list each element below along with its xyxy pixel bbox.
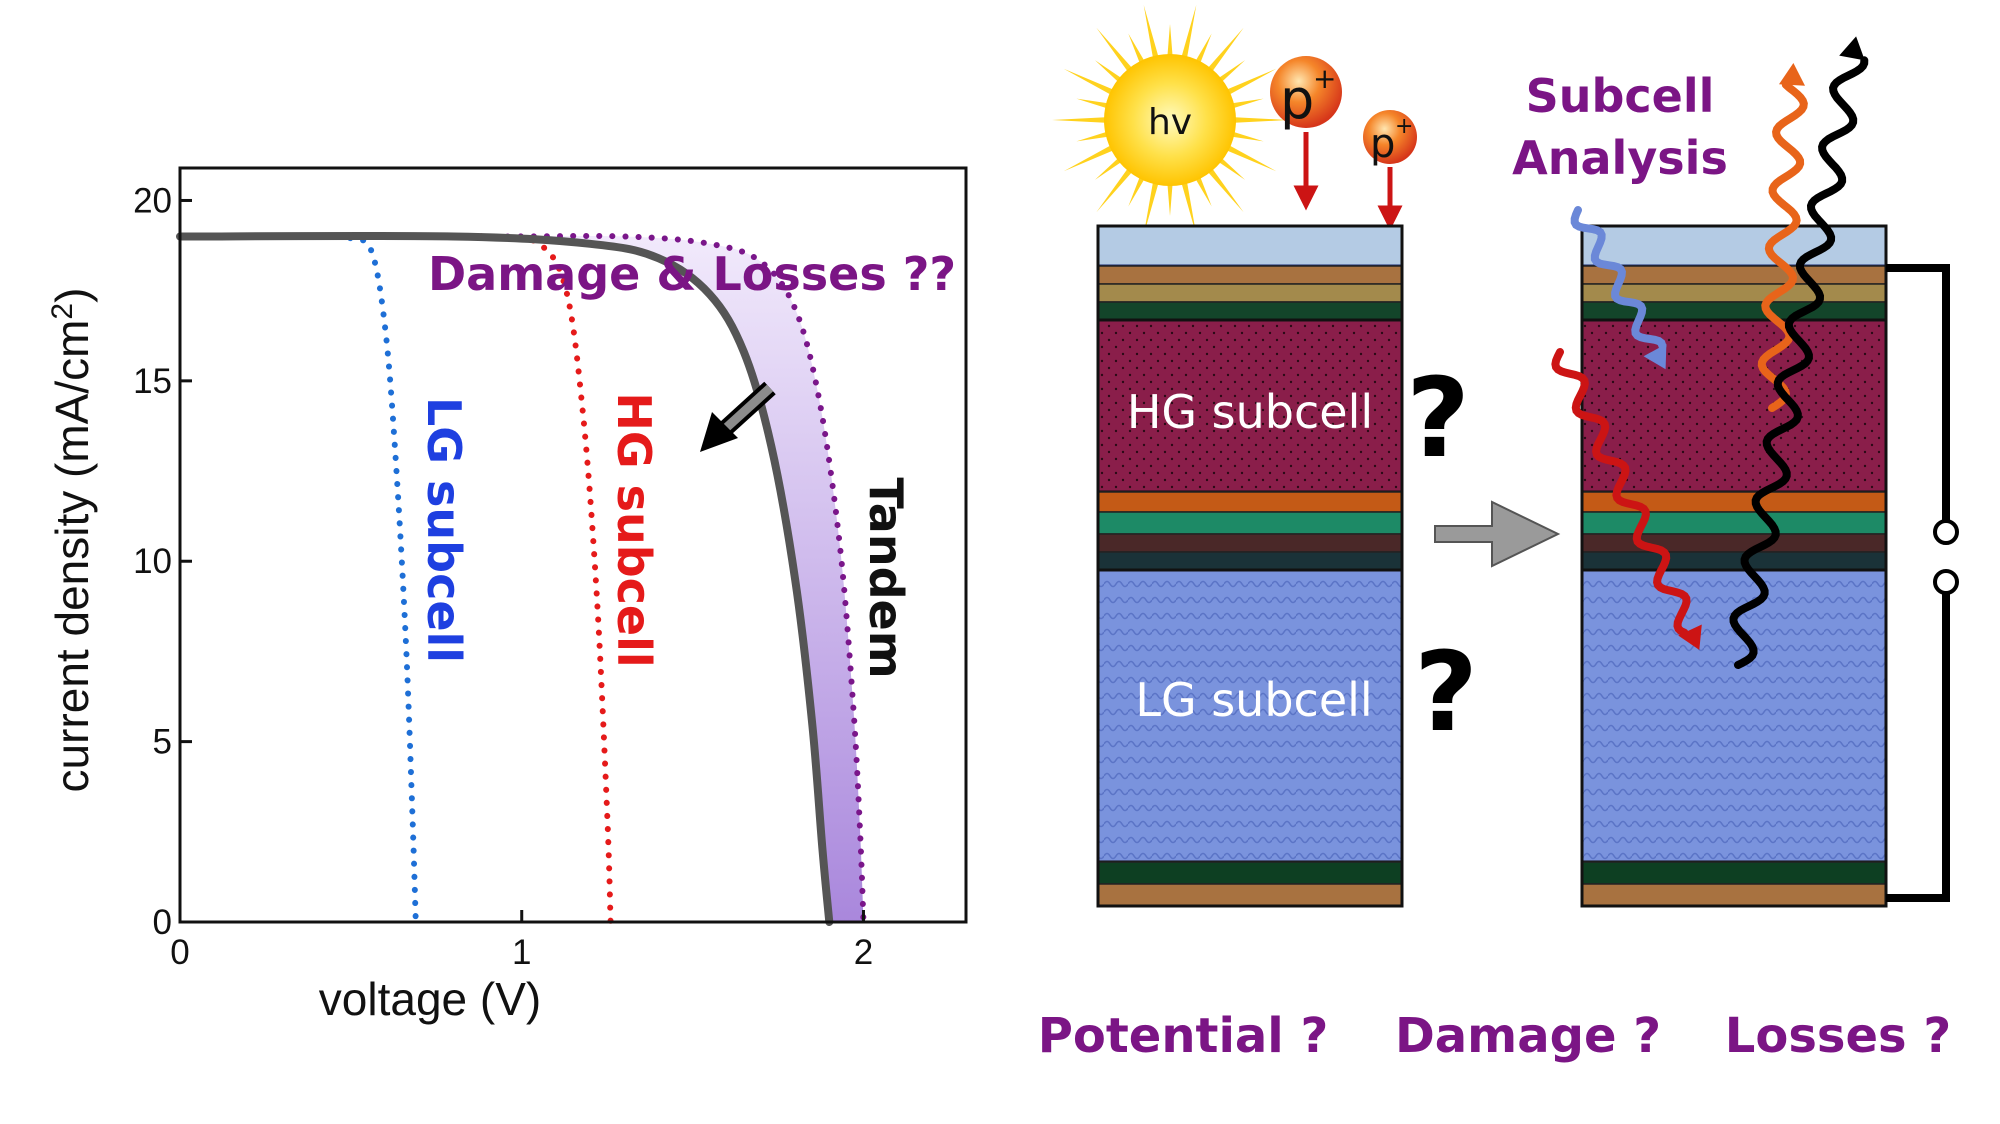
lg-subcell-label: LG subcell <box>1135 673 1372 727</box>
question-mark-hg: ? <box>1406 354 1470 482</box>
y-tick-label: 15 <box>133 362 172 401</box>
photon-squiggles <box>1551 36 1869 669</box>
footer-damage: Damage ? <box>1395 1008 1661 1064</box>
x-tick-label: 1 <box>512 933 531 972</box>
series-line-tandem <box>176 231 834 926</box>
emitted-photon-orange <box>1757 80 1808 412</box>
footer-potential: Potential ? <box>1038 1008 1329 1064</box>
tandem-series-label: Tandem <box>859 477 913 678</box>
x-tick-label: 0 <box>170 933 189 972</box>
damage-losses-annotation: Damage & Losses ?? <box>428 247 956 301</box>
y-axis-label: current density (mA/cm2) <box>46 288 98 793</box>
damage-arrow <box>700 381 776 452</box>
sun-icon: hv <box>1052 5 1288 235</box>
series-line-hg <box>177 232 614 925</box>
subcell-analysis-title-line1: Subcell <box>1526 69 1715 123</box>
proton-icon-small: p + <box>1363 110 1417 231</box>
transition-arrow-icon <box>1434 500 1561 568</box>
subcell-analysis-title-line2: Analysis <box>1512 131 1728 185</box>
proton-icon-large: p + <box>1270 56 1342 211</box>
svg-text:p: p <box>1280 68 1314 131</box>
x-tick-label: 2 <box>854 933 873 972</box>
incoming-photon-blue <box>1570 206 1667 350</box>
front-layer <box>1096 224 1404 268</box>
y-tick-label: 10 <box>133 542 172 581</box>
cell-stack-analysed <box>1580 224 1888 908</box>
hg-subcell-label: HG subcell <box>1127 385 1373 439</box>
sun-label: hv <box>1148 102 1192 143</box>
series-layer <box>176 231 867 926</box>
svg-text:+: + <box>1395 114 1413 139</box>
hg-subcell-series-label: HG subcell <box>607 392 661 667</box>
svg-text:+: + <box>1313 62 1336 95</box>
tandem-loss-shade <box>180 235 864 922</box>
question-mark-lg: ? <box>1414 628 1478 756</box>
emitted-photon-black <box>1729 56 1869 669</box>
plot-frame <box>178 166 968 924</box>
y-tick-label: 5 <box>153 723 172 762</box>
svg-text:p: p <box>1370 121 1395 167</box>
series-line-lg <box>177 233 419 925</box>
y-tick-label: 0 <box>153 903 172 942</box>
y-tick-label: 20 <box>133 181 172 220</box>
x-axis-label: voltage (V) <box>319 973 541 1025</box>
cell-stack-pristine: HG subcell LG subcell <box>1096 224 1404 908</box>
incoming-photon-red <box>1551 348 1691 637</box>
footer-losses: Losses ? <box>1725 1008 1951 1064</box>
lg-subcell-series-label: LG subcell <box>417 397 471 663</box>
external-circuit <box>1886 264 1959 902</box>
